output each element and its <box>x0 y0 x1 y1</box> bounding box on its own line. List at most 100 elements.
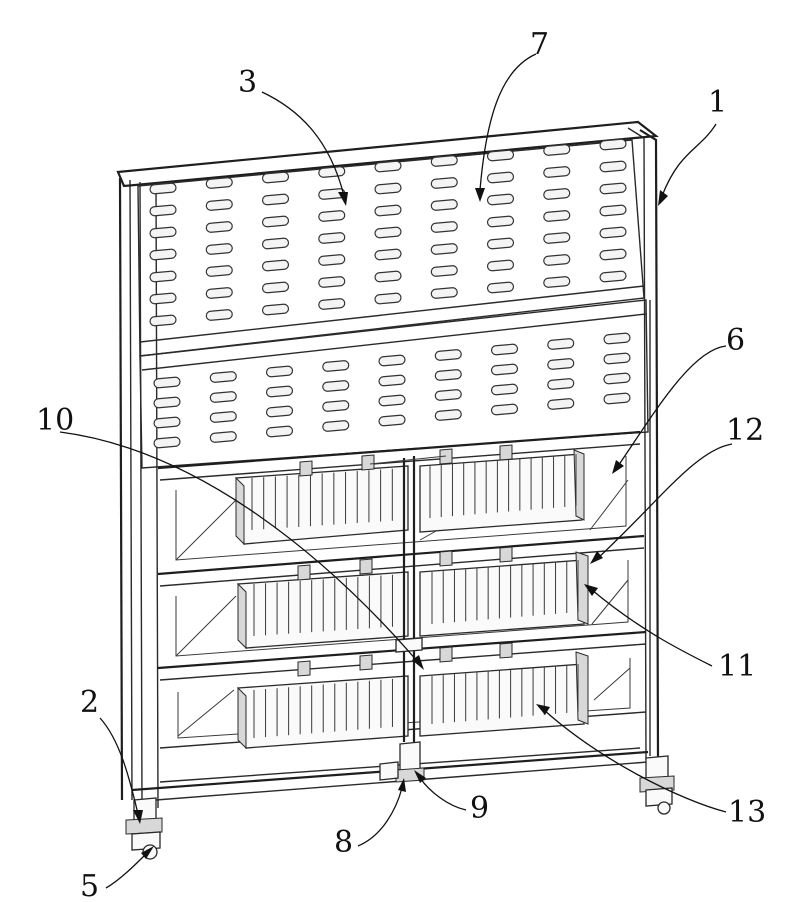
upper-slot <box>487 282 514 293</box>
upper-slot <box>206 177 233 188</box>
upper-slot <box>600 139 627 150</box>
tray-top-left <box>236 466 408 544</box>
upper-slot <box>487 238 514 249</box>
callout-7: 7 <box>530 27 549 62</box>
upper-slot <box>150 205 177 216</box>
upper-slot <box>431 155 458 166</box>
upper-slot <box>150 249 177 260</box>
upper-slot <box>487 260 514 271</box>
upper-slot <box>600 161 627 172</box>
upper-slot-grid <box>150 139 627 326</box>
callout-13: 13 <box>728 795 766 830</box>
lower-slot <box>604 373 631 384</box>
upper-slot <box>318 254 345 265</box>
caster-left <box>126 798 162 859</box>
upper-slot <box>375 249 402 260</box>
lower-slot <box>210 391 237 402</box>
lower-slot <box>210 411 237 422</box>
upper-slot <box>150 227 177 238</box>
lower-slot <box>210 371 237 382</box>
lower-perforated-panel <box>140 300 648 468</box>
callout-6: 6 <box>726 323 745 358</box>
rail-clip <box>360 655 372 670</box>
upper-slot <box>262 172 289 183</box>
lower-slot <box>322 400 349 411</box>
upper-slot <box>375 183 402 194</box>
upper-slot <box>600 271 627 282</box>
shelf-trays <box>236 445 588 748</box>
upper-slot <box>487 150 514 161</box>
upper-slot <box>375 293 402 304</box>
callout-10: 10 <box>36 403 74 438</box>
upper-slot <box>375 227 402 238</box>
upper-slot <box>543 254 570 265</box>
upper-slot <box>318 166 345 177</box>
rail-clip <box>300 461 312 476</box>
rail-clip <box>360 559 372 574</box>
upper-slot <box>262 194 289 205</box>
upper-slot <box>262 282 289 293</box>
upper-slot <box>206 287 233 298</box>
callout-3: 3 <box>238 65 257 100</box>
upper-slot <box>543 144 570 155</box>
lower-slot <box>266 406 293 417</box>
rail-clip <box>500 643 512 658</box>
rail-clip <box>500 547 512 562</box>
lower-slot <box>491 344 518 355</box>
upper-slot <box>206 265 233 276</box>
upper-slot <box>431 287 458 298</box>
lower-slot <box>547 398 574 409</box>
lower-slot <box>379 355 406 366</box>
upper-slot <box>206 221 233 232</box>
upper-slot <box>600 249 627 260</box>
lower-slot-grid <box>154 333 631 448</box>
callout-11: 11 <box>718 649 756 684</box>
lower-slot <box>491 384 518 395</box>
upper-slot <box>543 188 570 199</box>
upper-slot <box>262 238 289 249</box>
upper-slot <box>262 260 289 271</box>
lower-slot <box>322 380 349 391</box>
lower-slot <box>154 397 181 408</box>
upper-slot <box>375 205 402 216</box>
lower-slot <box>322 420 349 431</box>
upper-slot <box>206 243 233 254</box>
lower-slot <box>379 375 406 386</box>
lower-slot <box>491 364 518 375</box>
upper-slot <box>206 309 233 320</box>
lower-slot <box>210 431 237 442</box>
upper-slot <box>431 177 458 188</box>
upper-slot <box>375 161 402 172</box>
lower-slot <box>379 415 406 426</box>
upper-slot <box>206 199 233 210</box>
upper-slot <box>318 210 345 221</box>
upper-slot <box>262 216 289 227</box>
rail-clip <box>500 445 512 460</box>
lower-slot <box>491 404 518 415</box>
upper-slot <box>150 183 177 194</box>
upper-slot <box>431 221 458 232</box>
lower-slot <box>604 333 631 344</box>
lower-slot <box>604 393 631 404</box>
upper-slot <box>543 166 570 177</box>
lower-slot <box>266 386 293 397</box>
upper-slot <box>487 194 514 205</box>
lower-slot <box>154 417 181 428</box>
upper-perforated-panel <box>138 139 644 356</box>
upper-slot <box>318 232 345 243</box>
upper-slot <box>431 199 458 210</box>
lower-slot <box>435 369 462 380</box>
lower-slot <box>547 338 574 349</box>
upper-slot <box>318 276 345 287</box>
lower-slot <box>547 378 574 389</box>
lower-slot <box>435 409 462 420</box>
upper-slot <box>487 172 514 183</box>
callout-12: 12 <box>726 413 764 448</box>
rail-clip <box>298 565 310 580</box>
upper-slot <box>600 205 627 216</box>
upper-slot <box>487 216 514 227</box>
upper-slot <box>375 271 402 282</box>
upper-slot <box>262 304 289 315</box>
rail-clip <box>298 661 310 676</box>
tray-bottom-right <box>420 652 588 736</box>
